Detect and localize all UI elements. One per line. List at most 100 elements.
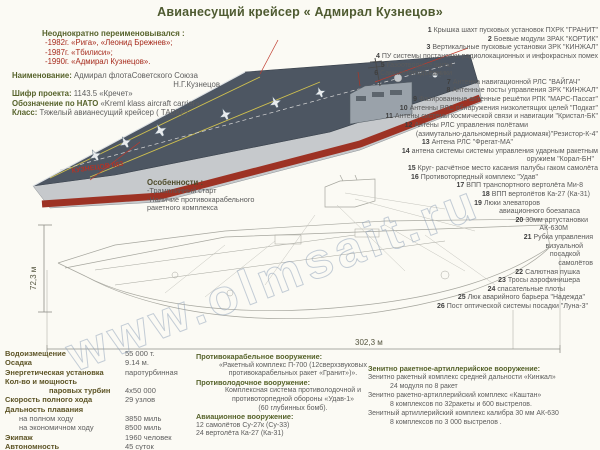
weapons-mid-line: Противолодочное вооружение: [196,377,311,387]
weapons-mid-line: (60 глубинных бомб). [258,404,328,412]
legend-item-text: Вертикальные пусковые установки ЗРК "КИН… [432,44,598,52]
legend-item-text: Самолётоподъёмники [380,70,452,78]
legend-item-number: 8 [446,87,451,95]
weapons-right-line: Зенитно ракетный комплекс средней дально… [368,374,556,381]
weapons-mid-line: Комплексная система противолодочной и [224,387,362,395]
cipher-row: Шифр проекта: 1143.5 «Кречет» [12,89,234,98]
spec-label: Экипаж [5,432,33,442]
weapons-mid-line: «Ракетный комплекс П-700 (12сверхзвуковы… [218,361,368,369]
spec-value: 9.14 м. [125,358,149,368]
spec-row: Дальность плавания [5,405,200,414]
spec-label: Автономность [5,441,60,450]
legend-item-number: 23 [498,277,506,285]
legend-item-number: 2 [487,35,492,43]
ship-waterline-stripe [41,94,482,208]
spec-value: паротурбинная [125,367,178,377]
spec-value: 45 суток [125,441,154,450]
weapons-mid-block: Противокарабельное вооружение: «Ракетный… [196,352,390,439]
legend-item-number: 18 [481,190,490,198]
legend-item-number: 14 [401,147,410,155]
naming-row: Наименование: Адмирал флотаСоветского Со… [12,71,234,90]
legend-item-number: 21 [523,234,532,241]
legend-item-text: Антены системы космической связи и навиг… [394,113,598,121]
legend-item: АК-630М [290,225,568,234]
deck-helicopter [428,72,442,78]
legend-item-number: 6 [374,70,379,78]
weapons-right-line: Зенитно ракетное-артиллерийское вооружен… [368,364,541,373]
legend-item-number: 13 [421,139,430,147]
spec-value: 1960 человек [125,432,172,442]
island-outline [324,175,376,208]
legend-item-text: Пост оптической системы посадки "Луна-3" [446,303,588,310]
legend-item-text: Люки элеваторов [483,199,540,207]
page-title: Авианесущий крейсер « Адмирал Кузнецов» [157,5,443,19]
spec-label: Дальность плавания [5,404,84,414]
ship-island [349,57,413,125]
spec-label: на экономичном ходу [19,423,94,433]
legend-item-text: Противоторпедный комплекс "Удав" [420,173,538,181]
legend-item-number: 25 [457,294,466,302]
spec-row: Кол-во и мощность [5,377,200,386]
rename-line: -1990г. «Адмирал Кузнецов». [45,57,151,67]
naming-value: Адмирал флотаСоветского Союза [73,70,198,80]
weapons-right-line: 8 комплексов по 32ракеты и 600 выстрелов… [390,401,532,408]
width-dimension-label: 72,3 м [29,267,38,290]
legend-item-text: Антенны РЛС обнаружения низколетящих цел… [409,104,598,112]
nato-value: «Kreml klass aircraft carrier» [100,98,200,108]
legend-item-number: 11 [385,113,393,121]
red-leader-lines [89,39,469,181]
callout-leader-lines [164,192,496,298]
legend-item: визуальной [290,243,583,252]
cipher-value: 1143.5 «Кречет» [73,89,133,99]
spec-label: паровых турбин [49,386,111,396]
legend-item-text: Крышка шахт пусковых установок ПХРК "ГРА… [433,27,598,34]
legend-item-number: 22 [515,268,524,276]
legend-item-number: 3 [426,44,431,52]
features-heading: Особенности : [147,178,204,187]
spec-value: 4x50 000 [125,386,156,396]
legend-item: самолётов [290,260,593,269]
legend-item-text: Тросы аэрофинишера [507,277,580,285]
spec-value: 3850 миль [125,414,162,424]
legend-item-text: ПУ системы постановки радиолокационных и… [381,52,598,60]
spec-label: Осадка [5,358,32,368]
legend-item-number: 17 [456,182,465,190]
rename-line: -1987г. «Тбилиси»; [45,47,113,57]
features-block: Особенности : -Трамплинный старт-Наличие… [147,178,275,213]
feature-line: -Трамплинный старт [147,186,217,196]
legend-item-text: оружием "Корал-БН" [526,156,594,164]
legend-item-number: 24 [487,285,496,293]
deck-markings [32,62,456,187]
legend-item-number: 19 [474,199,482,207]
ship-profile-outline [57,218,551,319]
legend-item-number: 4 [375,52,380,60]
features-list: -Трамплинный старт-Наличие противокарабе… [147,186,275,212]
info-block: Неоднократно переименовывался : -1982г. … [12,29,234,118]
legend-item-number: 16 [410,173,419,181]
legend-item-text: 30мм артустановки [525,216,588,224]
legend-item-number: 20 [515,216,524,224]
legend-item-text: антена системы системы управления ударны… [411,147,598,155]
renames-list: -1982г. «Рига», «Леонид Брежнев»;-1987г.… [12,38,234,66]
legend-item-text: Круг- расчётное место касания палубы гак… [417,165,598,172]
cipher-label: Шифр проекта: [12,89,72,99]
legend-item-text: ВПП вертолётов Ка-27 (Ка-31) [491,190,590,198]
legend-item-text: ВПП транспортного вертолёта Ми-8 [466,182,583,190]
